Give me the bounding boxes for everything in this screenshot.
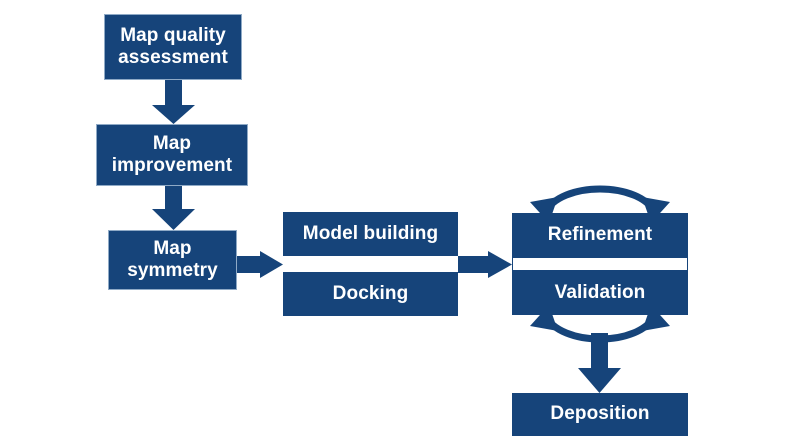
node-label: Deposition (550, 403, 650, 425)
node-label-line2: improvement (111, 155, 233, 176)
node-map-improvement[interactable]: Map improvement (96, 124, 248, 186)
arrow-symmetry-to-building (237, 251, 283, 278)
node-refinement[interactable]: Refinement (512, 213, 688, 257)
node-deposition[interactable]: Deposition (512, 393, 688, 436)
arrow-cycle-to-deposition (578, 333, 621, 393)
node-model-building[interactable]: Model building (283, 212, 458, 256)
cycle-arc-bottom (541, 313, 659, 343)
refinement-validation-separator (512, 257, 688, 271)
arrow-quality-to-improvement (152, 80, 195, 124)
arrow-building-to-refinement (458, 251, 512, 278)
node-map-quality-assessment[interactable]: Map quality assessment (104, 14, 242, 80)
arrow-improvement-to-symmetry (152, 186, 195, 230)
cycle-arc-top (541, 185, 659, 215)
node-map-symmetry[interactable]: Map symmetry (108, 230, 237, 290)
node-label-line2: symmetry (127, 260, 218, 281)
node-label: Docking (332, 282, 409, 304)
node-label-line1: Map quality (120, 24, 226, 46)
node-docking[interactable]: Docking (283, 272, 458, 316)
node-label: Model building (302, 222, 439, 244)
node-label: Refinement (547, 223, 653, 245)
node-label-line1: Map (153, 237, 192, 259)
node-label-line2: assessment (118, 47, 228, 68)
node-label-line1: Map (152, 132, 192, 154)
node-label: Validation (554, 281, 646, 303)
node-validation[interactable]: Validation (512, 271, 688, 315)
